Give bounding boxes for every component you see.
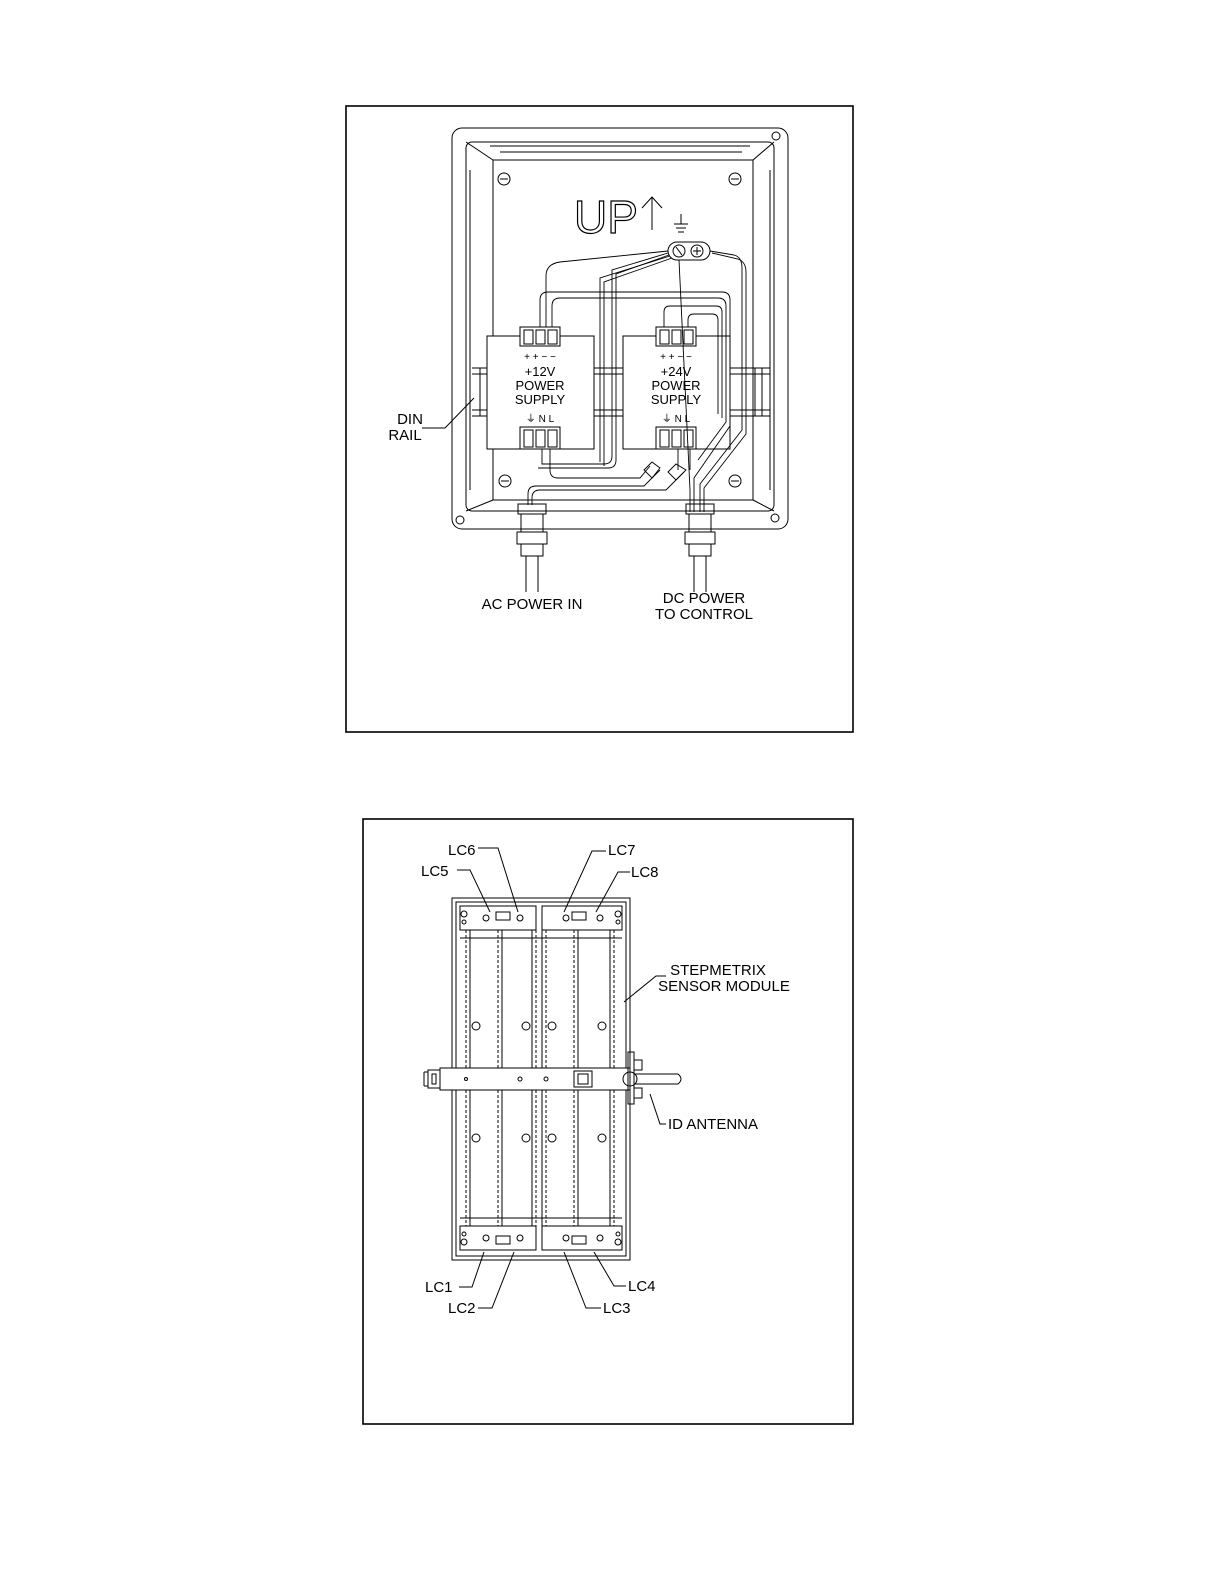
ground-symbol-icon [674,214,688,232]
sensor-module-label: SENSOR MODULE [658,978,790,995]
terminal-block-top [656,327,696,346]
screw-icon [499,475,511,487]
up-arrow-icon [642,197,662,230]
lc5-label: LC5 [421,863,449,880]
ps12-terminal-top-label: + + − − [524,352,556,363]
id-antenna [424,1052,681,1104]
sensor-module-label: STEPMETRIX [670,962,766,979]
ps12-terminal-bottom-label: ⏚ N L [526,413,555,425]
ps24-label: POWER [651,378,700,393]
lc6-label: LC6 [448,842,476,859]
dc-power-label: DC POWER [663,590,746,607]
mount-hole-icon [456,516,464,524]
cable-gland-ac [517,504,547,592]
din-rail-label: DIN [397,411,423,428]
lc8-label: LC8 [631,864,659,881]
lc4-label: LC4 [628,1278,656,1295]
terminal-block-bottom [656,427,696,449]
din-rail-label: RAIL [388,427,421,444]
up-label: UP [574,191,638,243]
ac-power-in-label: AC POWER IN [482,596,583,613]
lc7-label: LC7 [608,842,636,859]
ps24-terminal-bottom-label: ⏚ N L [662,413,691,425]
terminal-block-top [520,327,560,346]
ground-stud-icon [668,242,710,260]
lc1-label: LC1 [425,1279,453,1296]
ps24-voltage: +24V [661,364,692,379]
ps24-label: SUPPLY [651,392,702,407]
screw-icon [729,173,741,185]
lc2-label: LC2 [448,1300,476,1317]
ps12-label: SUPPLY [515,392,566,407]
power-enclosure [452,128,788,529]
terminal-block-bottom [520,427,560,449]
mount-hole-icon [771,514,779,522]
mount-hole-icon [772,132,780,140]
cable-gland-dc [685,504,715,592]
ps12-label: POWER [515,378,564,393]
screw-icon [498,173,510,185]
id-antenna-label: ID ANTENNA [668,1116,758,1133]
figure2-frame [363,819,853,1424]
screw-icon [729,475,741,487]
dc-power-label: TO CONTROL [655,606,753,623]
ps24-terminal-top-label: + + − − [660,352,692,363]
ps12-voltage: +12V [525,364,556,379]
lc3-label: LC3 [603,1300,631,1317]
